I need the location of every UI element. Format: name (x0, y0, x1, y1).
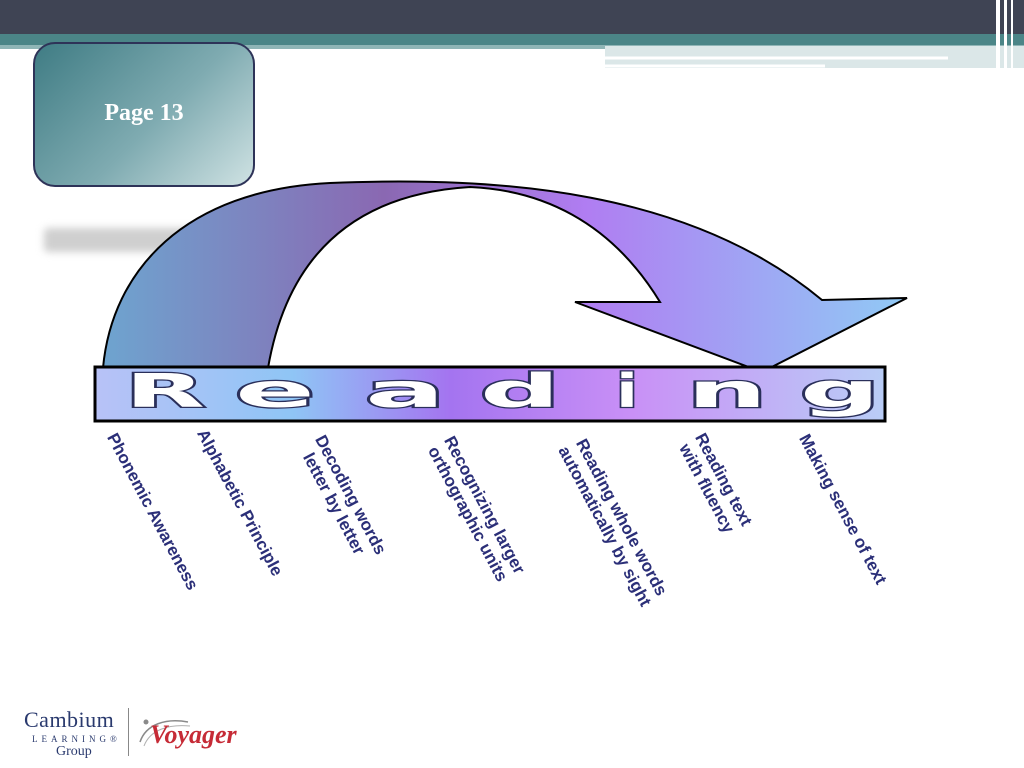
cambium-group-text: Group (56, 744, 92, 759)
cambium-wordmark: Cambium (24, 707, 115, 732)
header-decoration (605, 0, 1024, 70)
cambium-voyager-logo: Cambium LEARNING® Group Voyager (24, 704, 244, 764)
reading-letter: R (125, 364, 205, 418)
voyager-swoosh-icon (139, 719, 191, 747)
top-bar (0, 0, 1024, 34)
header-light-strip (0, 45, 1024, 49)
cambium-learning-text: LEARNING® (32, 734, 121, 744)
reading-letter: e (235, 364, 315, 418)
reading-letter: g (800, 364, 880, 418)
voyager-wordmark: Voyager (150, 720, 237, 749)
curved-arrow (101, 180, 908, 374)
reading-letter: n (687, 364, 767, 418)
logo-divider (128, 708, 129, 756)
header-teal-strip (0, 34, 1024, 45)
reading-letter: i (616, 364, 638, 418)
reading-bar (93, 365, 887, 423)
reading-letter: d (480, 364, 560, 418)
page-label-box: Page 13 (33, 42, 255, 187)
reading-letter: a (365, 364, 445, 418)
page-label: Page 13 (104, 100, 184, 126)
